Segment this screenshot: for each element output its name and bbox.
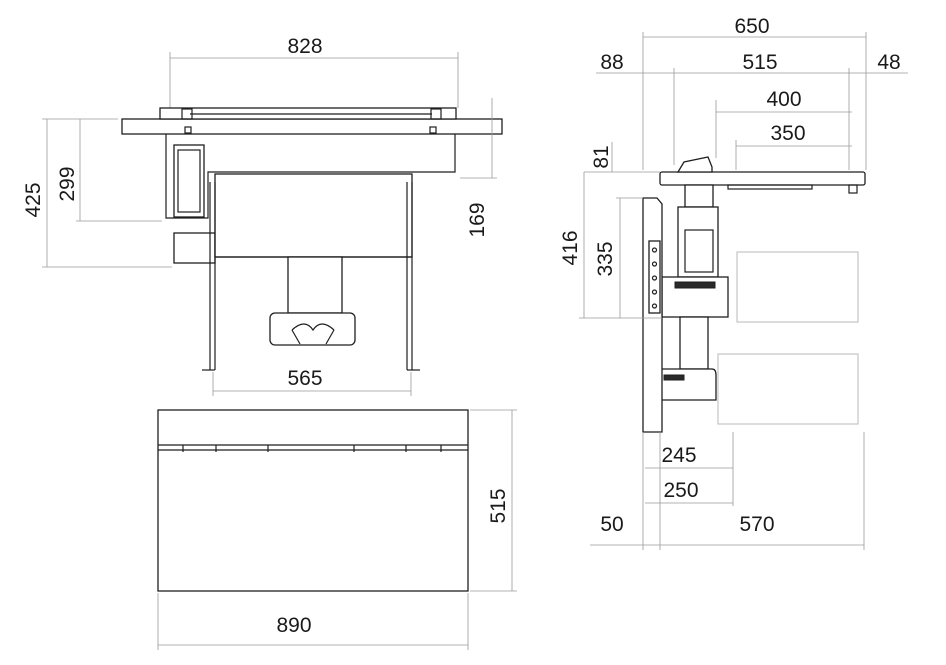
exhaust-pipe	[287, 256, 343, 314]
duct-body	[214, 173, 413, 258]
dimension-hood-depth: 88 515 48	[596, 51, 908, 170]
dimension-label-48: 48	[877, 51, 900, 74]
dimension-label-416: 416	[559, 230, 582, 265]
side-view: 650 88 515 48 400 350 81	[559, 15, 908, 550]
dimension-cutout-depth: 169	[460, 98, 497, 238]
motor-block	[173, 232, 216, 264]
lower-duct	[679, 316, 709, 370]
drawer-upper	[736, 251, 859, 323]
front-view: 828	[22, 35, 503, 396]
dimension-side-body-height: 335	[594, 197, 643, 318]
dimension-body-height: 299	[56, 119, 162, 222]
dimension-overall-depth: 650	[642, 15, 867, 170]
outlet-box	[657, 368, 717, 401]
dimension-inner-depth-b: 350	[735, 122, 852, 170]
dimension-label-890: 890	[276, 614, 311, 637]
fan-column	[677, 206, 719, 278]
dimension-label-299: 299	[56, 166, 79, 201]
dimension-label-650: 650	[734, 15, 769, 38]
dimension-label-400: 400	[766, 88, 801, 111]
dimension-side-total-height: 416	[559, 172, 662, 319]
dimension-base-depth-b: 250	[645, 479, 733, 504]
dimension-top-width: 890	[157, 593, 469, 650]
dimension-support-width: 565	[212, 367, 412, 396]
hob-lid	[676, 156, 713, 173]
dimension-overall-width: 828	[169, 35, 459, 108]
control-box	[173, 144, 205, 218]
dimension-label-245: 245	[661, 444, 696, 467]
back-panel	[642, 197, 663, 433]
dimension-label-88: 88	[600, 51, 623, 74]
dimension-label-50: 50	[600, 513, 623, 536]
dimension-label-565: 565	[287, 367, 322, 390]
dimension-label-335: 335	[594, 241, 617, 276]
dimension-label-515-side: 515	[742, 51, 777, 74]
dimension-cabinet-depth: 50 570	[590, 432, 865, 550]
dimension-label-250: 250	[663, 479, 698, 502]
hob-housing	[165, 134, 456, 219]
dimension-label-350: 350	[770, 122, 805, 145]
drawer-lower	[717, 353, 859, 425]
dimension-top-depth: 515	[470, 409, 517, 592]
cabinet-top-outline	[157, 409, 469, 592]
dimension-label-81: 81	[590, 145, 613, 168]
dimension-label-425: 425	[22, 182, 45, 217]
side-worktop	[659, 171, 866, 186]
top-view: 515 890	[157, 409, 517, 650]
dimension-top-thickness: 81	[584, 142, 660, 173]
dimension-inner-depth-a: 400	[715, 88, 852, 158]
dimension-total-height: 425	[22, 118, 172, 268]
dimension-label-169: 169	[466, 202, 489, 237]
worktop	[121, 118, 503, 135]
dimension-label-828: 828	[287, 35, 322, 58]
dimension-label-515-top: 515	[487, 488, 510, 523]
dimension-label-570: 570	[739, 513, 774, 536]
